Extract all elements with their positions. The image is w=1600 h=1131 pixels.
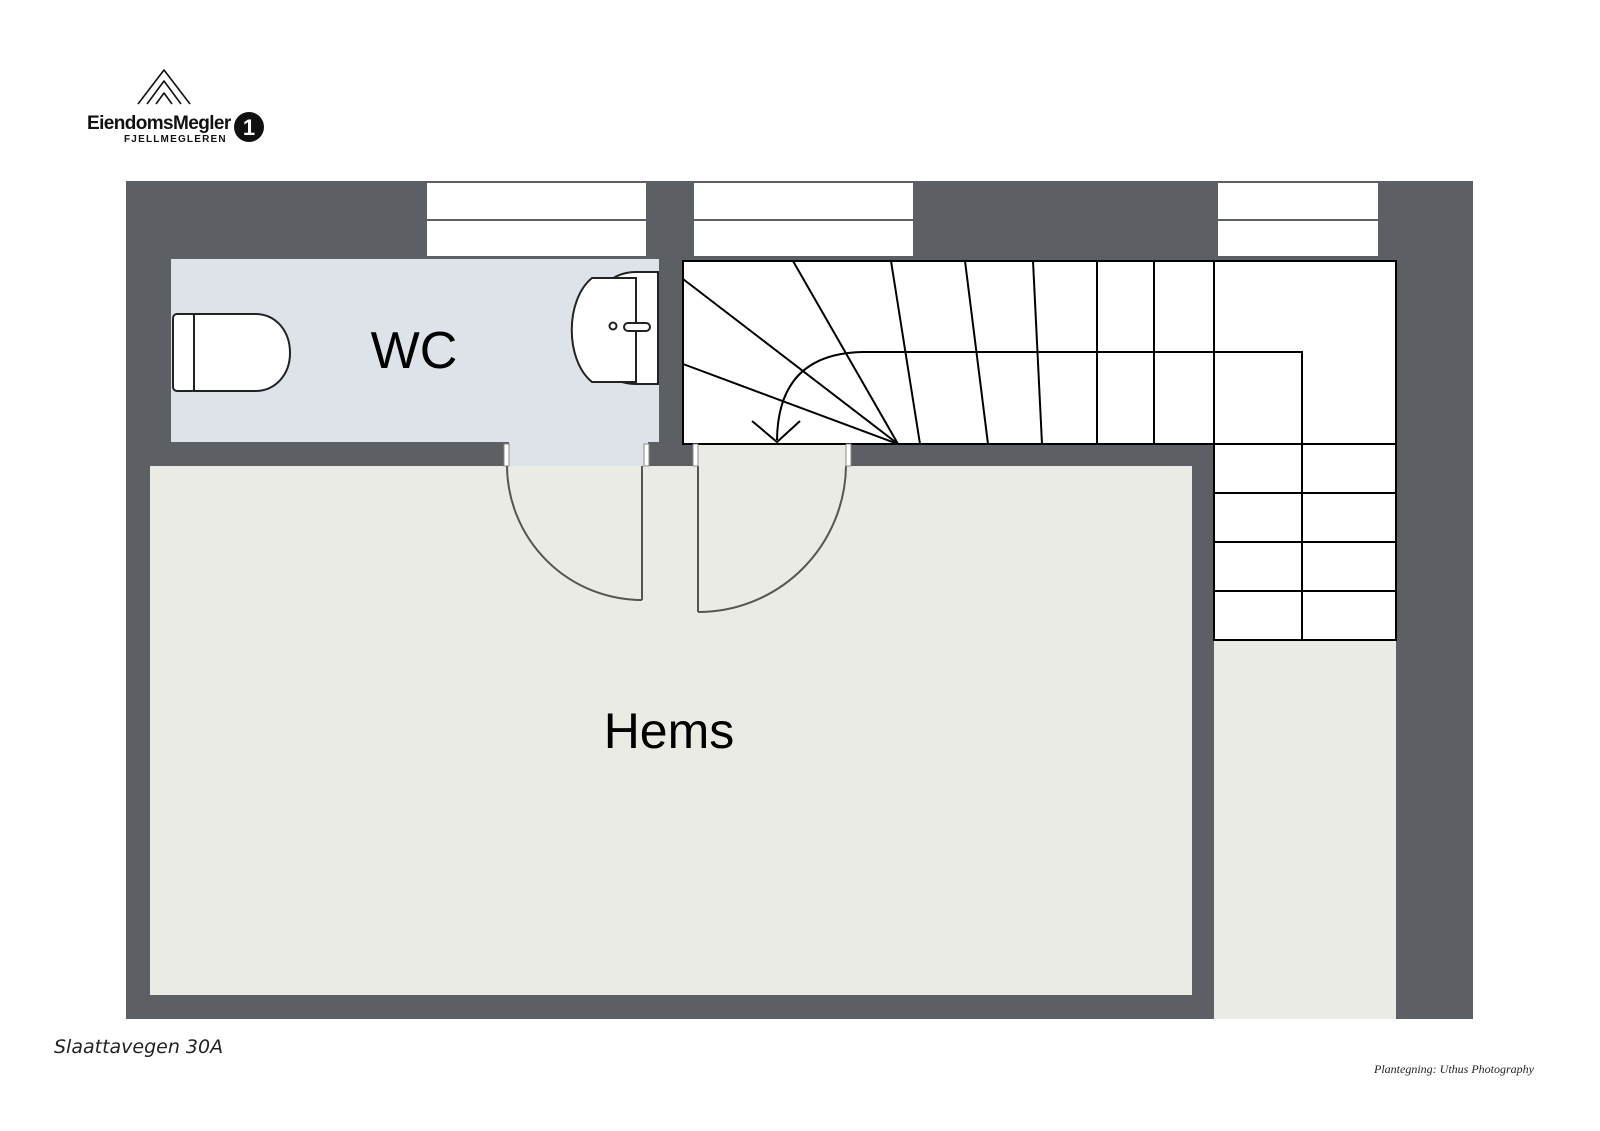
toilet-icon <box>172 313 292 392</box>
window <box>425 181 648 258</box>
hall-door-threshold <box>697 444 846 468</box>
windows <box>425 181 1380 258</box>
staircase <box>682 260 1397 641</box>
company-logo: EiendomsMegler 1 FJELLMEGLEREN <box>87 69 264 145</box>
room-label-hems: Hems <box>604 703 735 759</box>
wc-doorway-floor <box>509 440 648 466</box>
window <box>692 181 915 258</box>
floor-plan-credit: Plantegning: Uthus Photography <box>1374 1062 1534 1076</box>
property-address: Slaattavegen 30A <box>54 1036 224 1058</box>
wc-door <box>506 465 643 601</box>
door-jambs <box>503 443 852 467</box>
hems-floor <box>150 466 1192 995</box>
logo-badge <box>234 112 264 142</box>
stair-landing-floor <box>1214 640 1396 1019</box>
stair-direction-arrow-icon <box>751 351 1303 640</box>
logo-name: EiendomsMegler <box>87 113 232 134</box>
room-label-wc: WC <box>371 322 458 380</box>
stair-door <box>697 465 847 613</box>
mountain-logo-icon <box>137 69 191 105</box>
window <box>1216 181 1380 258</box>
logo-badge-number: 1 <box>243 115 255 140</box>
sink-icon <box>570 271 659 385</box>
logo-subtitle: FJELLMEGLEREN <box>124 134 227 145</box>
